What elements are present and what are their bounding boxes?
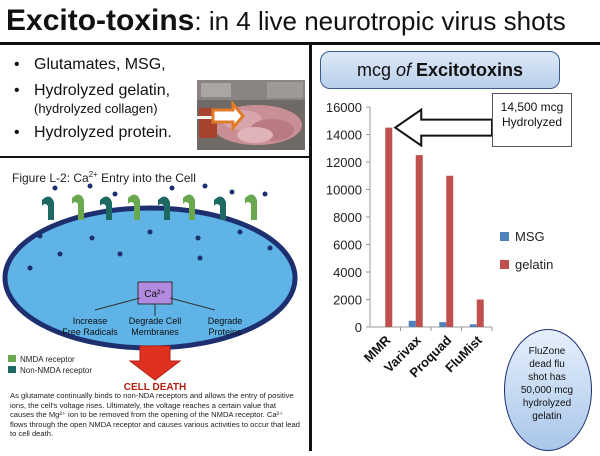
- y-tick-label: 2000: [333, 293, 362, 308]
- legend-label-msg: MSG: [515, 229, 545, 244]
- bullet-text: Glutamates, MSG,: [34, 56, 166, 73]
- legend-non-nmda-swatch: [8, 366, 16, 373]
- ion-dots: [27, 183, 273, 271]
- y-tick-label: 8000: [333, 210, 362, 225]
- chart-title-prefix: mcg: [356, 60, 396, 80]
- bar-msg-varivax: [408, 320, 416, 327]
- legend-non-nmda-label: Non-NMDA receptor: [20, 366, 92, 375]
- bullet-list: •Glutamates, MSG, •Hydrolyzed gelatin,(h…: [8, 56, 208, 142]
- legend-nmda-label: NMDA receptor: [20, 355, 75, 364]
- bar-gelatin-flumist: [476, 299, 484, 327]
- calcium-label: Ca²⁺: [144, 289, 165, 300]
- bullet-text: Hydrolyzed protein.: [34, 124, 172, 141]
- effect-arrows: [94, 297, 216, 316]
- cell-death-label: CELL DEATH: [124, 382, 186, 393]
- chart-title-italic: of: [395, 60, 411, 80]
- figure-caption: Figure L-2: Ca2+ Entry into the Cell: [12, 170, 196, 185]
- y-tick-label: 4000: [333, 265, 362, 280]
- figure-description: As glutamate continually binds to non-ND…: [10, 391, 300, 439]
- slide-title-bold: Excito-toxins: [6, 4, 195, 37]
- legend-swatch-gelatin: [500, 260, 509, 269]
- slide-title: Excito-toxins: in 4 live neurotropic vir…: [6, 4, 596, 42]
- bar-msg-proquad: [439, 322, 447, 327]
- bar-gelatin-mmr: [385, 127, 393, 327]
- legend-swatch-msg: [500, 232, 509, 241]
- footnote-text: FluZone dead flu shot has 50,000 mcg hyd…: [520, 346, 574, 422]
- bullet-item: •Hydrolyzed protein.: [14, 124, 172, 141]
- title-divider: [0, 42, 600, 45]
- annotation-arrow: [393, 107, 493, 148]
- legend-nmda-swatch: [8, 355, 16, 362]
- bullet-item: •Glutamates, MSG,: [14, 56, 166, 73]
- annotation-box: 14,500 mcg Hydrolyzed: [492, 93, 572, 147]
- chart-title-box: mcg of Excitotoxins: [320, 51, 560, 89]
- legend-label-gelatin: gelatin: [515, 257, 553, 272]
- chart-area: mcg of Excitotoxins 0 2000 4000 6000 8000 100…: [312, 45, 600, 451]
- bar-gelatin-varivax: [415, 155, 423, 327]
- photo-illustration: [197, 80, 305, 150]
- nmda-receptor: [72, 194, 257, 220]
- left-divider: [0, 156, 309, 158]
- cell-death-arrow: [128, 345, 182, 381]
- y-tick-label: 10000: [326, 183, 362, 198]
- y-tick-label: 12000: [326, 155, 362, 170]
- bullet-item: •Hydrolyzed gelatin,(hydrolyzed collagen…: [8, 82, 208, 118]
- y-tick-label: 0: [355, 320, 362, 335]
- gelatin-factory-photo: [197, 80, 305, 150]
- bar-msg-flumist: [469, 324, 477, 327]
- bullet-subtext: (hydrolyzed collagen): [34, 101, 158, 116]
- cell-diagram: Figure L-2: Ca2+ Entry into the Cell: [2, 170, 298, 393]
- vertical-divider: [309, 45, 312, 451]
- bar-chart: 0200040006000800010000120001400016000MMR…: [326, 100, 553, 380]
- y-tick-label: 14000: [326, 128, 362, 143]
- y-tick-label: 6000: [333, 238, 362, 253]
- figure-panel: Figure L-2: Ca2+ Entry into the Cell: [0, 158, 309, 451]
- slide-title-rest: : in 4 live neurotropic virus shots: [194, 6, 566, 36]
- y-tick-label: 16000: [326, 100, 362, 115]
- footnote-bubble: [504, 329, 592, 451]
- bullet-text: Hydrolyzed gelatin,: [34, 82, 171, 99]
- non-nmda-receptor: [42, 196, 226, 220]
- chart-title-suffix: Excitotoxins: [411, 60, 524, 80]
- bar-gelatin-proquad: [446, 175, 454, 327]
